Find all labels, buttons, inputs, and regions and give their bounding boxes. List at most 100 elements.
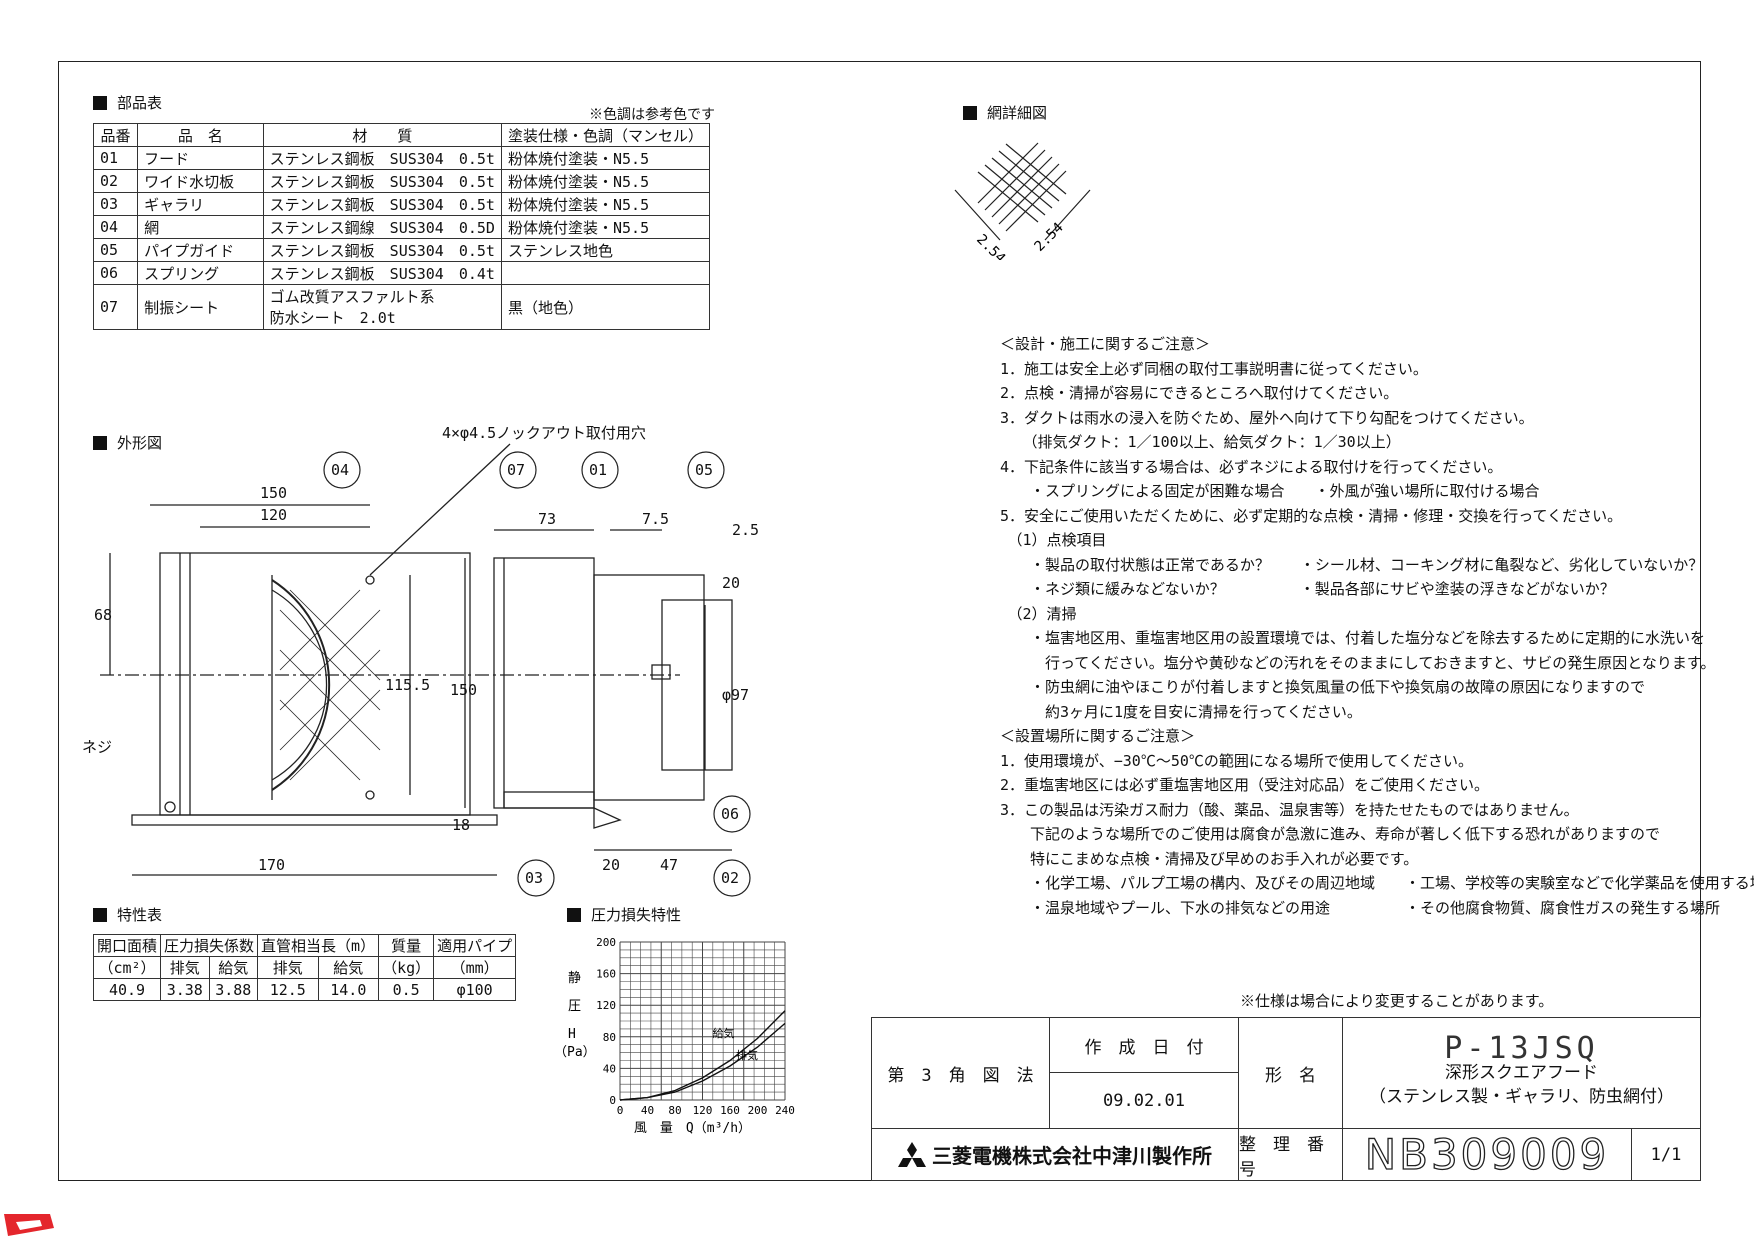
- note-line: 3．この製品は汚染ガス耐力（酸、薬品、温泉害等）を持たせたものではありません。: [1000, 800, 1579, 819]
- outline-section-title: 外形図: [93, 432, 162, 453]
- dim-label: 20: [722, 574, 740, 592]
- dim-label: 115.5: [385, 676, 430, 694]
- mesh-dim-2: 2.54: [1032, 220, 1067, 255]
- x-tick-label: 120: [693, 1104, 713, 1117]
- note-line: ・化学工場、パルプ工場の構内、及びその周辺地域 ・工場、学校等の実験室などで化学…: [1000, 874, 1754, 892]
- spec-note: ※仕様は場合により変更することがあります。: [1240, 992, 1554, 1010]
- y-tick-label: 120: [596, 999, 616, 1012]
- note-line: ・防虫網に油やほこりが付着しますと換気風量の低下や換気扇の故障の原因になりますの…: [1000, 678, 1646, 696]
- parts-section-title: 部品表: [93, 92, 162, 113]
- x-tick-label: 0: [617, 1104, 624, 1117]
- sheet-number: 1/1: [1631, 1128, 1701, 1181]
- ref-label: 整 理 番 号: [1238, 1128, 1343, 1181]
- section-marker-icon: [93, 435, 107, 450]
- dim-label: 120: [260, 506, 287, 524]
- series-label: 排気: [736, 1048, 758, 1062]
- dim-label: 47: [660, 856, 678, 874]
- model-desc: （ステンレス製・ギャラリ、防虫網付）: [1369, 1087, 1674, 1107]
- section-marker-icon: [93, 907, 107, 922]
- x-tick-label: 160: [720, 1104, 740, 1117]
- y-tick-label: 200: [596, 936, 616, 949]
- char-header: 質量: [378, 934, 435, 957]
- dim-label: 170: [258, 856, 285, 874]
- y-axis-label: H: [568, 1027, 576, 1042]
- note-line: 1．施工は安全上必ず同梱の取付工事説明書に従ってください。: [1000, 359, 1428, 378]
- callout-number: 05: [695, 461, 713, 479]
- callout-number: 07: [507, 461, 525, 479]
- section-marker-icon: [963, 105, 977, 120]
- note-line: ・塩害地区用、重塩害地区用の設置環境では、付着した塩分などを除去するために定期的…: [1000, 629, 1706, 647]
- y-tick-label: 80: [603, 1031, 616, 1044]
- date-label: 作 成 日 付: [1049, 1017, 1239, 1073]
- x-axis-label: 風 量 Q（m³/h）: [634, 1121, 751, 1136]
- characteristics-table: 開口面積圧力損失係数直管相当長（m）質量適用パイプ （cm²）排気給気排気給気（…: [92, 934, 517, 1001]
- color-note: ※色調は参考色です: [589, 107, 715, 123]
- dim-label: 68: [94, 606, 112, 624]
- y-axis-label: （Pa）: [554, 1045, 596, 1060]
- note-line: 行ってください。塩分や黄砂などの汚れをそのままにしておきますと、サビの発生原因と…: [1000, 653, 1716, 672]
- y-axis-label: 静: [568, 971, 581, 986]
- note-line: （1）点検項目: [1000, 531, 1107, 549]
- note-line: 1．使用環境が、−30℃〜50℃の範囲になる場所で使用してください。: [1000, 751, 1473, 770]
- company-cell: 三菱電機株式会社中津川製作所: [871, 1128, 1239, 1181]
- chart-section-title: 圧力損失特性: [567, 904, 681, 925]
- char-header: 圧力損失係数: [160, 934, 259, 957]
- mesh-section-title: 網詳細図: [963, 102, 1047, 123]
- char-header: 開口面積: [92, 934, 162, 957]
- dim-label: 150: [260, 484, 287, 502]
- dim-label: 2.5: [732, 521, 759, 539]
- callout-number: 02: [721, 869, 739, 887]
- company-name: 三菱電機株式会社中津川製作所: [932, 1144, 1212, 1168]
- mesh-dim-1: 2.54: [973, 232, 1008, 260]
- parts-header: 塗装仕様・色調（マンセル）: [500, 123, 711, 147]
- dim-label: 18: [452, 816, 470, 834]
- dim-label: 20: [602, 856, 620, 874]
- x-tick-label: 240: [775, 1104, 795, 1117]
- location-notes-title: ＜設置場所に関するご注意＞: [1000, 727, 1196, 745]
- note-line: 3．ダクトは雨水の浸入を防ぐため、屋外へ向けて下り勾配をつけてください。: [1000, 408, 1534, 427]
- note-line: ・スプリングによる固定が困難な場合 ・外風が強い場所に取付ける場合: [1000, 482, 1540, 500]
- y-tick-label: 160: [596, 968, 616, 981]
- screw-label: ネジ: [82, 738, 112, 756]
- parts-header: 品 名: [137, 123, 264, 147]
- model-label: 形 名: [1238, 1017, 1343, 1129]
- parts-header: 材 質: [262, 123, 502, 147]
- y-tick-label: 40: [603, 1062, 616, 1075]
- mitsubishi-logo-icon: [898, 1141, 926, 1167]
- dim-label: 7.5: [642, 510, 669, 528]
- y-tick-label: 0: [609, 1094, 616, 1107]
- ref-number: NB309009: [1342, 1128, 1632, 1181]
- model-cell: P-13JSQ 深形スクエアフード （ステンレス製・ギャラリ、防虫網付）: [1342, 1017, 1701, 1129]
- section-marker-icon: [93, 95, 107, 110]
- model-desc: 深形スクエアフード: [1445, 1063, 1598, 1083]
- location-notes-list: 1．使用環境が、−30℃〜50℃の範囲になる場所で使用してください。 2．重塩害地…: [1000, 749, 1754, 921]
- y-axis-label: 圧: [568, 999, 581, 1014]
- design-notes-title: ＜設計・施工に関するご注意＞: [1000, 335, 1211, 353]
- design-notes-list: 1．施工は安全上必ず同梱の取付工事説明書に従ってください。2．点検・清掃が容易に…: [1000, 357, 1716, 725]
- note-line: 4．下記条件に該当する場合は、必ずネジによる取付けを行ってください。: [1000, 457, 1503, 476]
- knockout-label: 4×φ4.5ノックアウト取付用穴: [442, 424, 646, 442]
- char-header: 適用パイプ: [433, 934, 517, 957]
- x-tick-label: 40: [641, 1104, 654, 1117]
- note-line: ・温泉地域やプール、下水の排気などの用途 ・その他腐食物質、腐食性ガスの発生する…: [1000, 898, 1721, 917]
- date-value: 09.02.01: [1049, 1072, 1239, 1129]
- brand-mark-icon: [4, 1214, 54, 1236]
- callout-number: 03: [525, 869, 543, 887]
- callout-number: 04: [331, 461, 349, 479]
- callout-number: 01: [589, 461, 607, 479]
- mesh-detail-drawing: 2.54 2.54: [954, 142, 1091, 260]
- note-line: （排気ダクト：1／100以上、給気ダクト：1／30以上）: [1000, 433, 1401, 451]
- note-line: 約3ヶ月に1度を目安に清掃を行ってください。: [1000, 702, 1362, 721]
- note-line: 2．重塩害地区には必ず重塩害地区用（受注対応品）をご使用ください。: [1000, 776, 1490, 794]
- note-line: ・ネジ類に緩みなどないか？ ・製品各部にサビや塗装の浮きなどがないか？: [1000, 580, 1615, 598]
- projection-cell: 第 3 角 図 法: [871, 1017, 1050, 1129]
- note-line: ・製品の取付状態は正常であるか？ ・シール材、コーキング材に亀裂など、劣化してい…: [1000, 555, 1704, 574]
- note-line: 特にこまめな点検・清掃及び早めのお手入れが必要です。: [1000, 849, 1419, 868]
